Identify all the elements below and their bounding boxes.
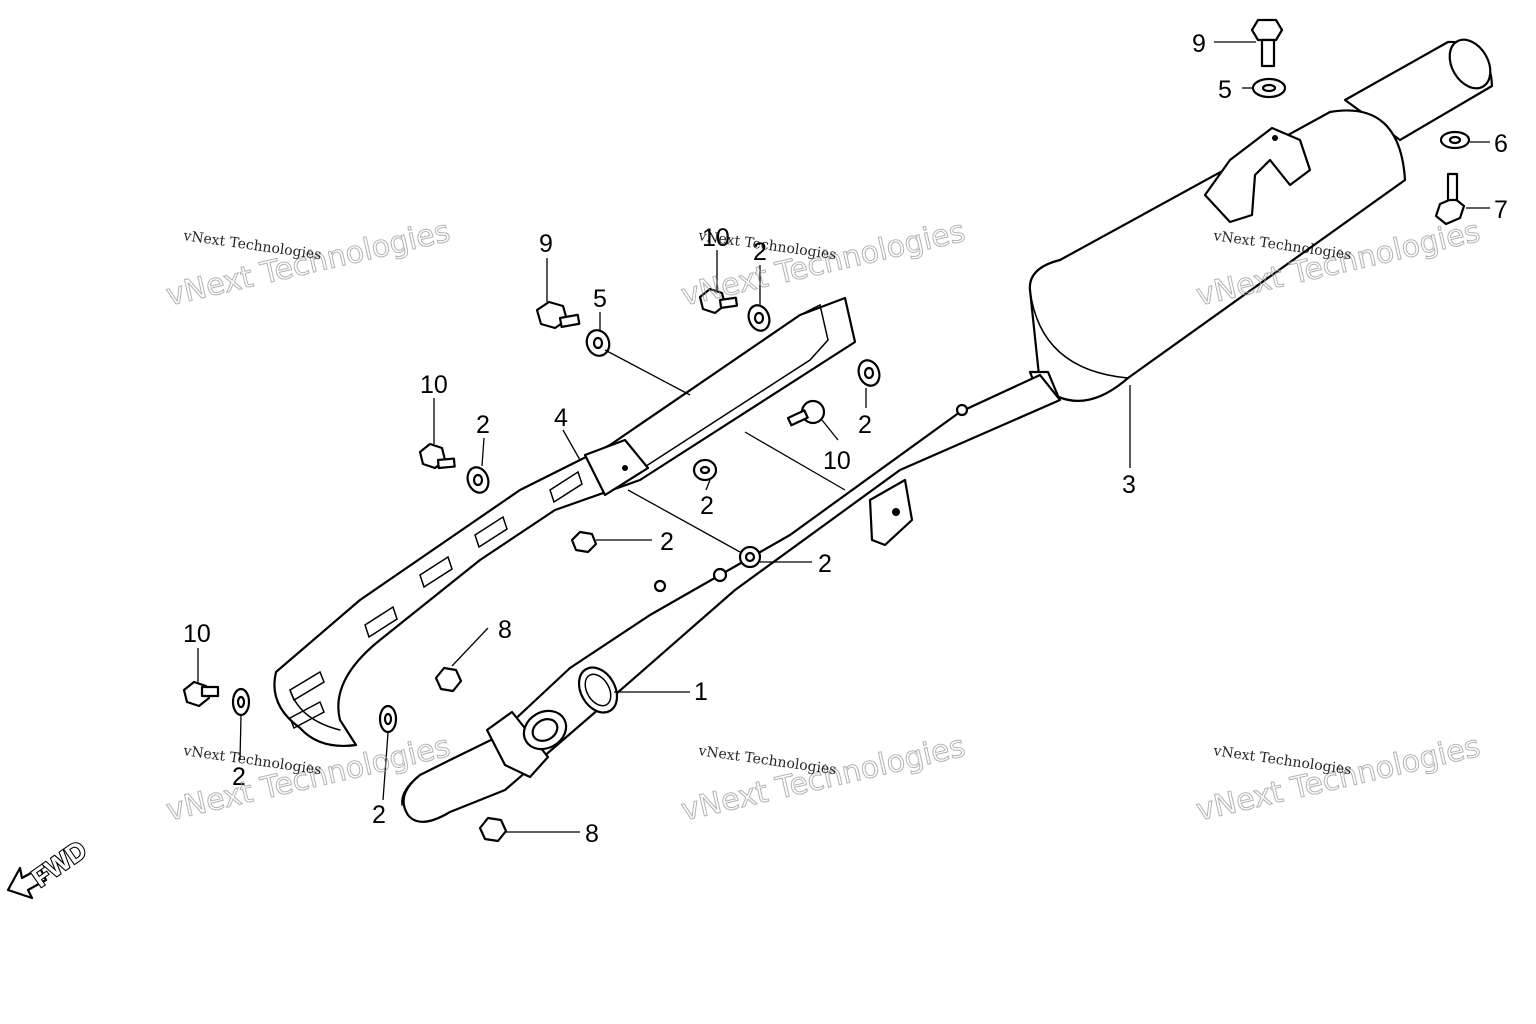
callout-5-top: 5	[1218, 76, 1232, 104]
callout-8-upper: 8	[498, 616, 512, 644]
callout-10-midleft: 10	[420, 371, 448, 399]
watermark-large: vNext Technologies	[163, 214, 453, 313]
callout-2-lowerleft: 2	[232, 763, 246, 791]
callout-7: 7	[1494, 196, 1508, 224]
callout-3: 3	[1122, 471, 1136, 499]
callout-10-upper: 10	[702, 224, 730, 252]
watermark-large: vNext Technologies	[1193, 729, 1483, 828]
callout-2-lower: 2	[372, 801, 386, 829]
forward-direction-indicator: FWD	[6, 833, 93, 900]
callout-labels: 9 5 6 7 9 10 2 5 10 2 4 2 10 2 2 2 10 2 …	[183, 30, 1508, 848]
callout-2-right: 2	[858, 411, 872, 439]
hardware	[182, 18, 1471, 843]
callout-4: 4	[554, 404, 568, 432]
heat-protector	[273, 296, 857, 747]
callout-2-mid: 2	[700, 492, 714, 520]
forward-arrow-icon	[6, 866, 48, 900]
callout-10-right: 10	[823, 447, 851, 475]
callout-2-upper: 2	[753, 238, 767, 266]
callout-9-left: 9	[539, 230, 553, 258]
leader-lines	[197, 41, 1490, 833]
callout-5-left: 5	[593, 285, 607, 313]
callout-6: 6	[1494, 130, 1508, 158]
watermark-large: vNext Technologies	[678, 729, 968, 828]
callout-9-top: 9	[1192, 30, 1206, 58]
exhaust-pipe	[401, 373, 1062, 823]
callout-1: 1	[694, 678, 708, 706]
callout-10-lowerleft: 10	[183, 620, 211, 648]
callout-2-nut: 2	[660, 528, 674, 556]
callout-8-lower: 8	[585, 820, 599, 848]
callout-2-pipe: 2	[818, 550, 832, 578]
callout-2-midleft: 2	[476, 411, 490, 439]
